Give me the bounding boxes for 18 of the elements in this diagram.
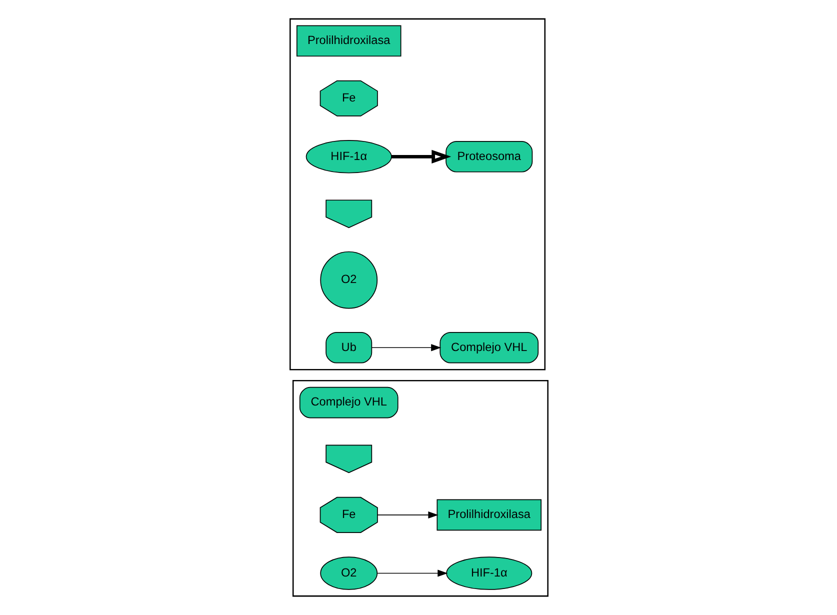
arrow <box>376 511 438 518</box>
node-ellipse: O2 <box>320 556 378 590</box>
arrow <box>376 570 448 577</box>
cluster <box>289 18 546 370</box>
node-box: Ub <box>325 332 372 364</box>
node-circle: O2 <box>320 251 378 309</box>
node-arch <box>325 200 372 228</box>
node-ellipse: HIF-1α <box>305 140 392 174</box>
node-box: Prolilhidroxilasa <box>436 499 542 531</box>
node-arch <box>325 444 372 474</box>
node-box: Prolilhidroxilasa <box>296 25 401 57</box>
node-box: Proteosoma <box>445 141 532 172</box>
arrow <box>390 150 451 164</box>
node-box: Complejo VHL <box>439 332 538 364</box>
node-box: Complejo VHL <box>298 386 398 418</box>
cluster <box>292 380 548 597</box>
arrow <box>371 344 441 352</box>
node-ellipse: HIF-1α <box>446 556 532 590</box>
